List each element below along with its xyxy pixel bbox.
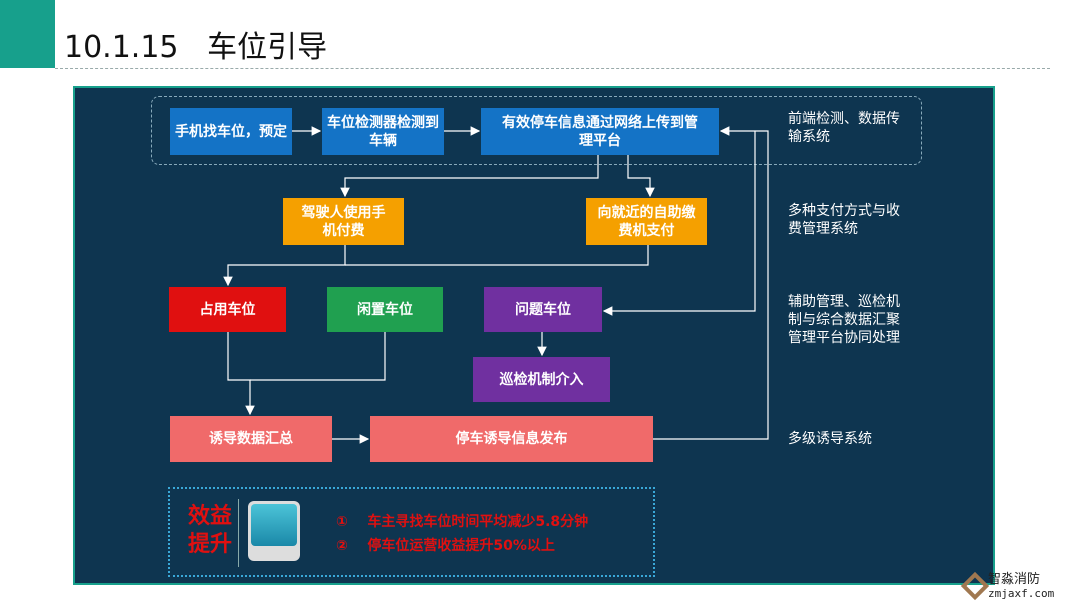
frontend-region <box>151 96 922 165</box>
label-frontend: 前端检测、数据传输系统 <box>788 111 900 145</box>
label-management: 辅助管理、巡检机制与综合数据汇聚管理平台协同处理 <box>788 294 900 346</box>
notepad-icon <box>248 501 300 561</box>
page-title: 10.1.15 车位引导 <box>64 30 328 65</box>
occupied-box: 占用车位 <box>169 287 286 332</box>
header-accent <box>0 0 55 68</box>
patrol-box: 巡检机制介入 <box>473 357 610 402</box>
find-parking-box: 手机找车位，预定 <box>170 108 292 155</box>
problem-box: 问题车位 <box>484 287 602 332</box>
detector-box: 车位检测器检测到车辆 <box>322 108 444 155</box>
separator <box>238 499 239 567</box>
upload-box: 有效停车信息通过网络上传到管理平台 <box>481 108 719 155</box>
publish-box: 停车诱导信息发布 <box>370 416 653 462</box>
label-guidance: 多级诱导系统 <box>788 431 872 447</box>
label-payment: 多种支付方式与收费管理系统 <box>788 203 900 237</box>
benefit-item: ② 停车位运营收益提升50%以上 <box>336 538 555 554</box>
benefit-title: 效益提升 <box>188 504 233 557</box>
summary-box: 诱导数据汇总 <box>170 416 332 462</box>
kiosk-pay-box: 向就近的自助缴费机支付 <box>586 198 707 245</box>
diagram-panel <box>73 86 995 585</box>
mobile-pay-box: 驾驶人使用手机付费 <box>283 198 404 245</box>
watermark-name: 智淼消防 <box>988 572 1041 587</box>
divider <box>55 68 1050 69</box>
benefit-item: ① 车主寻找车位时间平均减少5.8分钟 <box>336 514 589 530</box>
idle-box: 闲置车位 <box>327 287 443 332</box>
watermark-url: zmjaxf.com <box>988 587 1055 600</box>
benefit-box: 效益提升 ① 车主寻找车位时间平均减少5.8分钟 ② 停车位运营收益提升50%以… <box>168 487 655 577</box>
